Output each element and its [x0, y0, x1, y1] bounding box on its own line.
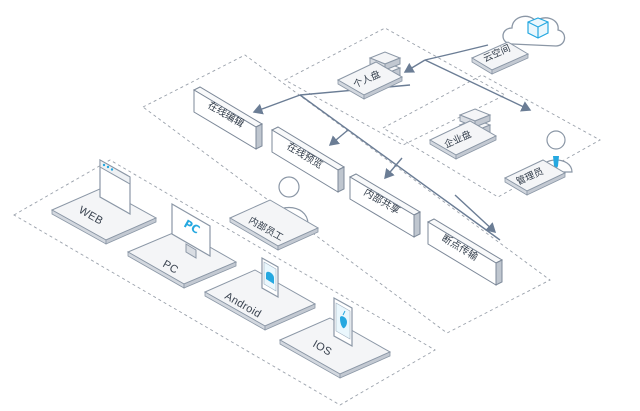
- android-client-node: Android: [203, 256, 317, 331]
- web-client-node: WEB: [50, 158, 158, 245]
- monitor-icon: PC: [171, 202, 211, 259]
- clients-zone: [13, 159, 436, 406]
- connector-cloud-personal: [403, 59, 426, 73]
- connector-to-online-preview: [328, 129, 349, 146]
- cloud-icon: [502, 15, 566, 47]
- android-phone-icon: [261, 256, 279, 299]
- admin-node: 管理员: [503, 130, 573, 196]
- online-edit-box: 在线编辑: [192, 86, 264, 150]
- apple-logo-icon: [340, 310, 347, 329]
- personal-disk-node: 个人盘: [336, 51, 404, 100]
- iphone-icon: [333, 296, 353, 348]
- connector-trunk: [299, 94, 501, 241]
- connector-cloud-main: [424, 44, 489, 61]
- browser-window-icon: [99, 158, 131, 216]
- connector-cloud-enterprise: [424, 59, 532, 112]
- internal-staff-node: 内部员工: [228, 176, 320, 251]
- ios-client-node: IOS: [278, 296, 392, 379]
- storage-zone: [284, 27, 506, 146]
- cloud-space-node: 云空间: [470, 15, 566, 75]
- pc-client-node: PC PC: [126, 202, 238, 289]
- internal-share-box: 内部共享: [348, 173, 422, 238]
- connector-to-online-edit: [252, 94, 301, 115]
- android-plate: [203, 269, 317, 327]
- features-zone: [142, 54, 551, 334]
- connector-to-internal-share: [384, 157, 403, 180]
- enterprise-disk-node: 企业盘: [428, 108, 498, 160]
- admin-zone: [382, 74, 601, 198]
- connector-to-resume-transfer: [454, 194, 497, 233]
